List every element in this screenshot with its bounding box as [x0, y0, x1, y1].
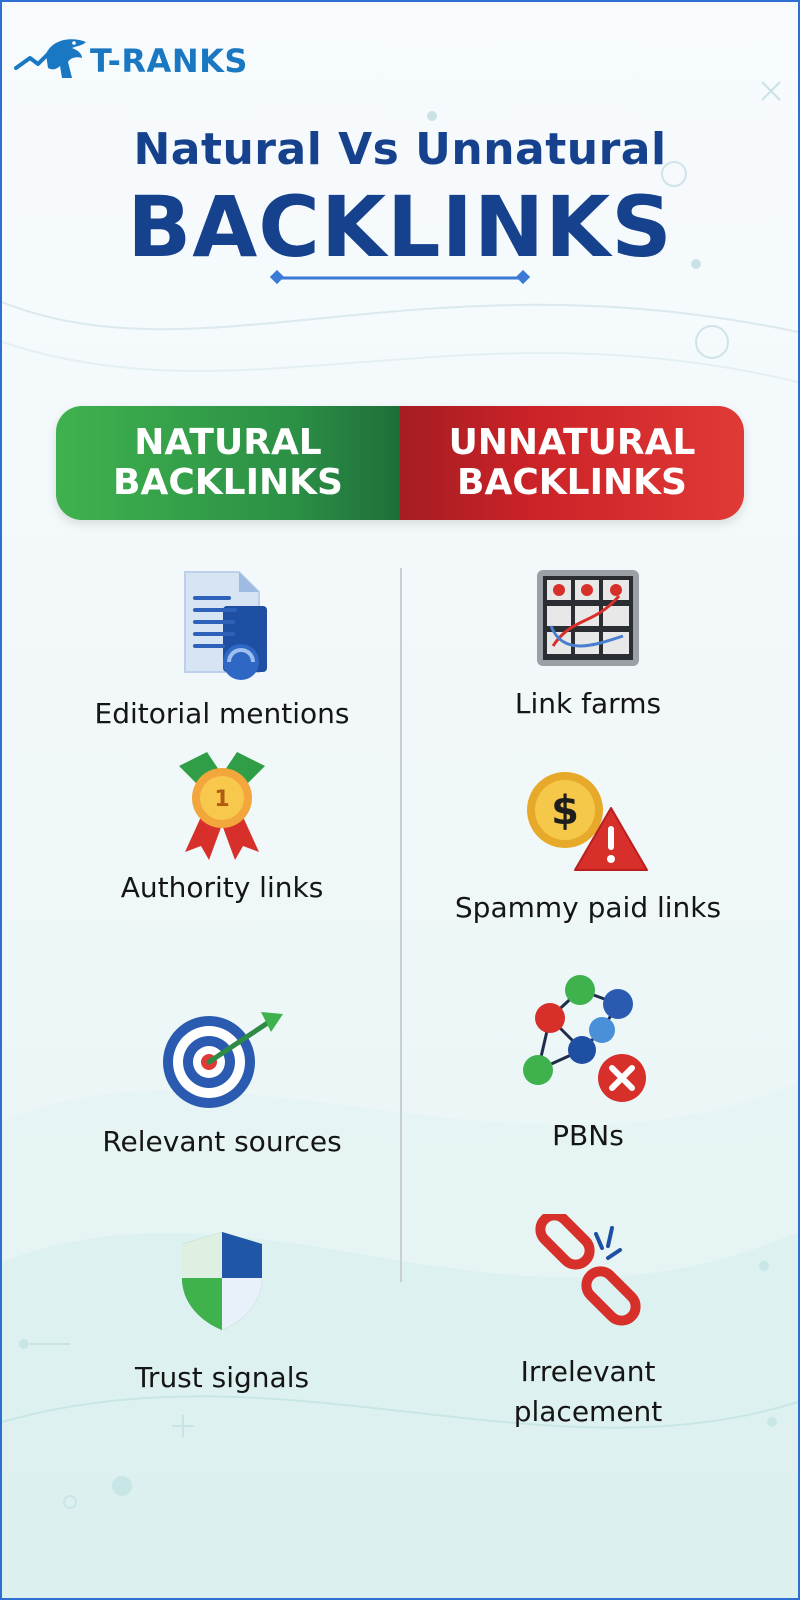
natural-item-authority: 1 Authority links: [32, 752, 412, 908]
logo-text: T-RANKS: [90, 42, 248, 80]
dollar-warning-icon: $: [527, 772, 648, 871]
unnatural-item-irrelevant: Irrelevant placement: [398, 1214, 778, 1432]
natural-item-label: Authority links: [120, 871, 324, 904]
unnatural-header-line-2: BACKLINKS: [457, 462, 687, 503]
title-line-2: BACKLINKS: [127, 178, 673, 276]
unnatural-item-link-farms: Link farms: [398, 566, 778, 724]
svg-text:$: $: [551, 788, 579, 834]
unnatural-item-label: Spammy paid links: [454, 891, 722, 924]
target-arrow-icon: [163, 1012, 283, 1108]
natural-item-trust: Trust signals: [32, 1228, 412, 1398]
unnatural-item-label: PBNs: [552, 1119, 624, 1152]
natural-item-label: Trust signals: [134, 1361, 310, 1394]
unnatural-backlinks-header: UNNATURAL BACKLINKS: [400, 406, 744, 520]
natural-item-editorial: Editorial mentions: [32, 568, 412, 734]
unnatural-item-label: Link farms: [514, 687, 662, 720]
unnatural-item-label: Irrelevant placement: [398, 1352, 778, 1432]
award-ribbon-icon: 1: [179, 752, 265, 860]
natural-item-label: Editorial mentions: [94, 697, 350, 730]
title-divider: [270, 270, 530, 285]
dinosaur-logo-icon: [14, 39, 86, 78]
natural-header-line-2: BACKLINKS: [113, 462, 343, 503]
unnatural-item-label-line-2: placement: [513, 1395, 663, 1428]
unnatural-item-label-line-1: Irrelevant: [520, 1355, 656, 1388]
natural-item-relevant: Relevant sources: [32, 1008, 412, 1162]
comparison-header: NATURAL BACKLINKS UNNATURAL BACKLINKS: [56, 406, 744, 520]
document-icon: [184, 571, 267, 680]
unnatural-header-line-1: UNNATURAL: [448, 422, 696, 463]
natural-backlinks-header: NATURAL BACKLINKS: [56, 406, 400, 520]
network-x-icon: [523, 975, 646, 1102]
shield-icon: [182, 1232, 262, 1330]
unnatural-item-pbns: PBNs: [398, 974, 778, 1156]
column-divider: [400, 568, 402, 1282]
svg-text:1: 1: [214, 787, 229, 812]
unnatural-item-spammy: $ Spammy paid links: [398, 768, 778, 928]
link-farm-grid-icon: [537, 570, 639, 666]
natural-header-line-1: NATURAL: [134, 422, 322, 463]
broken-link-icon: [535, 1214, 641, 1326]
brand-logo[interactable]: T-RANKS: [12, 32, 272, 84]
title-line-1: Natural Vs Unnatural: [133, 124, 667, 175]
natural-item-label: Relevant sources: [102, 1125, 342, 1158]
